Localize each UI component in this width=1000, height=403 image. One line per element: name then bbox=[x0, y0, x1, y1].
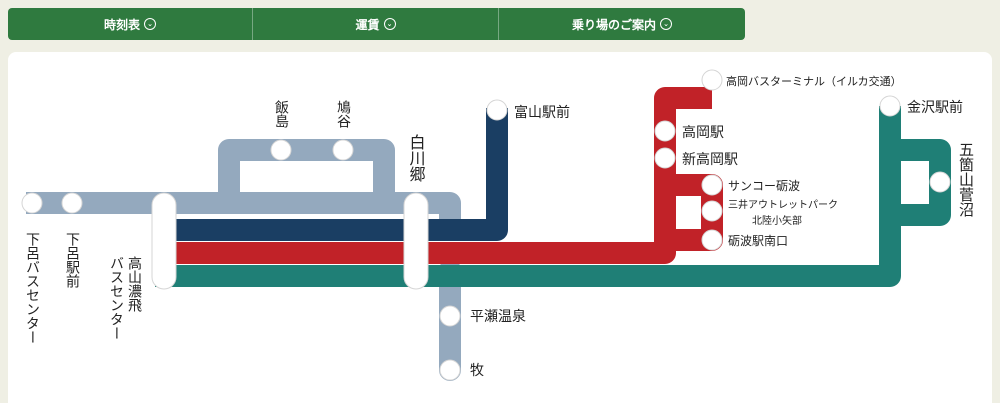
label-shirakawago: 白川郷 bbox=[407, 134, 426, 182]
station-dot-kanazawa bbox=[879, 95, 901, 117]
label-shin-takaoka: 新高岡駅 bbox=[682, 151, 738, 168]
loop-hollow bbox=[241, 161, 372, 191]
label-mitsui-outlet: 三井アウトレットパーク bbox=[728, 198, 838, 211]
label-takaoka-terminal: 高岡バスターミナル（イルカ交通） bbox=[726, 74, 902, 88]
station-dot-gero-bus-center bbox=[21, 192, 43, 214]
label-maki: 牧 bbox=[470, 363, 484, 379]
label-gero-station: 下呂駅前 bbox=[64, 232, 80, 289]
tab-timetable-label: 時刻表 bbox=[103, 17, 140, 32]
label-takaoka: 高岡駅 bbox=[682, 124, 724, 141]
station-dot-sanko-tonami bbox=[701, 174, 723, 196]
label-gokayama: 五箇山菅沼 bbox=[957, 142, 975, 217]
station-dot-shin-takaoka bbox=[654, 147, 676, 169]
station-dot-hirase-onsen bbox=[439, 305, 461, 327]
chevron-down-circle-icon: ⌄ bbox=[383, 18, 396, 30]
station-dot-toyama bbox=[486, 99, 508, 121]
red-loop-hollow bbox=[677, 198, 699, 224]
station-dot-mitsui-outlet bbox=[701, 200, 723, 222]
label-hirase-onsen: 平瀬温泉 bbox=[470, 308, 526, 325]
label-takayama-line2: バスセンター bbox=[108, 256, 124, 340]
station-dot-gokayama bbox=[929, 171, 951, 193]
station-dots bbox=[21, 69, 951, 381]
chevron-down-circle-icon: ⌄ bbox=[660, 18, 672, 30]
tab-boarding[interactable]: 乗り場のご案内 ⌄ bbox=[499, 8, 745, 40]
station-marker-takayama bbox=[151, 192, 177, 290]
station-dot-gero-station bbox=[61, 192, 83, 214]
label-tonami-minamiguchi: 砺波駅南口 bbox=[728, 233, 788, 248]
station-dot-hatogaya bbox=[332, 139, 354, 161]
label-sanko-tonami: サンコー砺波 bbox=[728, 179, 800, 193]
label-iijima: 飯島 bbox=[273, 99, 289, 128]
station-dot-tonami-minamiguchi bbox=[701, 229, 723, 251]
teal-loop-hollow bbox=[904, 166, 926, 200]
station-dot-maki bbox=[439, 359, 461, 381]
tab-boarding-label: 乗り場のご案内 bbox=[571, 17, 656, 32]
label-takayama-line1: 高山濃飛 bbox=[126, 255, 142, 313]
navy-line bbox=[155, 108, 508, 241]
station-dot-takaoka bbox=[654, 120, 676, 142]
label-toyama: 富山駅前 bbox=[514, 104, 570, 121]
label-kanazawa: 金沢駅前 bbox=[907, 99, 963, 116]
chevron-down-circle-icon: ⌄ bbox=[144, 18, 156, 30]
station-marker-shirakawago bbox=[403, 192, 429, 290]
label-gero-bus-center: 下呂バスセンター bbox=[24, 232, 40, 344]
label-hokuriku-oyabe: 北陸小矢部 bbox=[752, 214, 802, 227]
label-hatogaya: 鳩谷 bbox=[335, 100, 351, 128]
station-dot-iijima bbox=[270, 139, 292, 161]
tab-bar: 時刻表 ⌄ 運賃 ⌄ 乗り場のご案内 ⌄ bbox=[8, 8, 745, 40]
station-dot-takaoka-terminal bbox=[701, 69, 723, 91]
tab-fare[interactable]: 運賃 ⌄ bbox=[253, 8, 499, 40]
tab-fare-label: 運賃 bbox=[355, 17, 380, 32]
tab-timetable[interactable]: 時刻表 ⌄ bbox=[8, 8, 253, 40]
